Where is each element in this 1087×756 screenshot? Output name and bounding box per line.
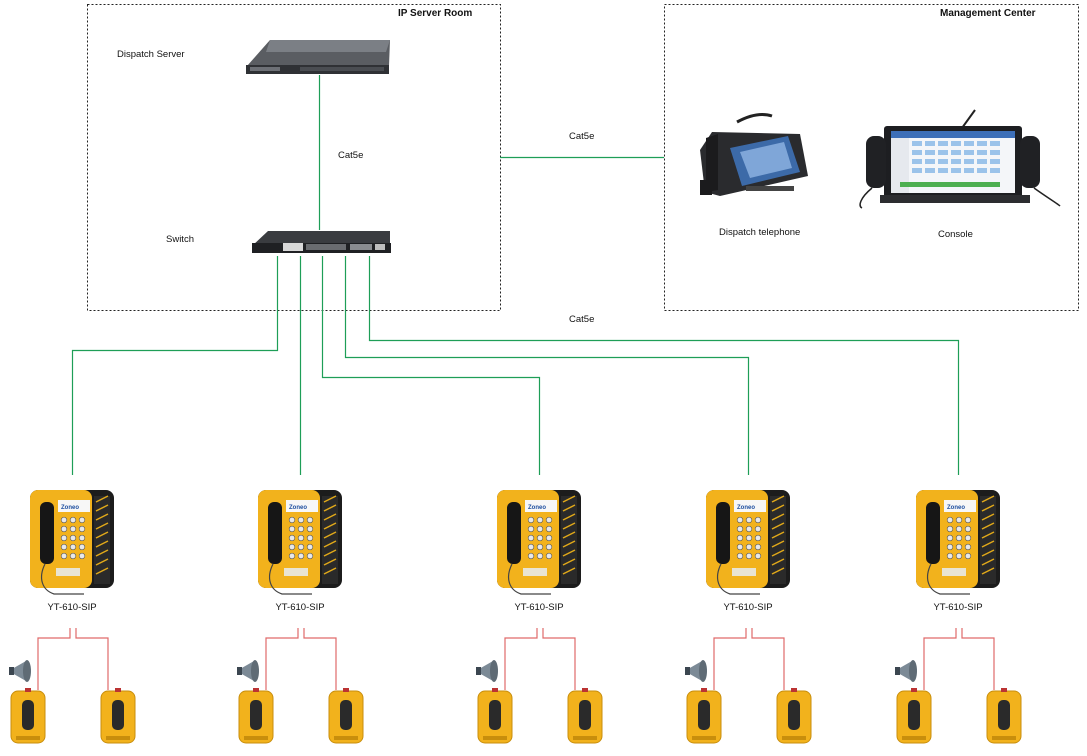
peripheral-cables [37,628,109,690]
console-label: Console [938,229,973,240]
horn-speaker-icon [9,660,31,682]
peripheral-cables [713,628,785,690]
phone-brand-logo: Zoneo [528,505,546,511]
console-icon [859,109,1061,209]
sip-phone-icon: Zoneo [706,490,790,595]
beacon-phone-icon [100,688,136,744]
server-icon [246,40,390,74]
beacon-phone-icon [477,688,513,744]
phone-model-label: YT-610-SIP [723,602,772,613]
sip-phone-icon: Zoneo [258,490,342,595]
management-center-title: Management Center [940,8,1036,19]
beacon-phone-icon [686,688,722,744]
dispatch-server-label: Dispatch Server [117,49,185,60]
server-room-title: IP Server Room [398,8,472,19]
switch-label: Switch [166,234,194,245]
cable-label-server-switch: Cat5e [338,150,363,161]
peripheral-cables [265,628,337,690]
horn-speaker-icon [237,660,259,682]
phone-brand-logo: Zoneo [947,505,965,511]
dispatch-telephone-icon [700,112,808,196]
horn-speaker-icon [895,660,917,682]
switch-icon [252,231,391,253]
phone-brand-logo: Zoneo [737,505,755,511]
sip-phone-icon: Zoneo [916,490,1000,595]
phone-brand-logo: Zoneo [61,505,79,511]
peripheral-cables [504,628,576,690]
dispatch-telephone-label: Dispatch telephone [719,227,800,238]
phone-model-label: YT-610-SIP [514,602,563,613]
horn-speaker-icon [685,660,707,682]
beacon-phone-icon [776,688,812,744]
beacon-phone-icon [238,688,274,744]
phone-model-label: YT-610-SIP [933,602,982,613]
phone-brand-logo: Zoneo [289,505,307,511]
cable-label-phones: Cat5e [569,314,594,325]
phone-model-label: YT-610-SIP [275,602,324,613]
cable-label-room-center: Cat5e [569,131,594,142]
sip-phone-icon: Zoneo [30,490,114,595]
beacon-phone-icon [10,688,46,744]
phone-stations: ZoneoYT-610-SIPZoneoYT-610-SIPZoneoYT-61… [9,490,1022,744]
sip-phone-icon: Zoneo [497,490,581,595]
peripheral-cables [923,628,995,690]
beacon-phone-icon [567,688,603,744]
horn-speaker-icon [476,660,498,682]
beacon-phone-icon [896,688,932,744]
phone-model-label: YT-610-SIP [47,602,96,613]
beacon-phone-icon [986,688,1022,744]
phone-cables [71,256,960,475]
beacon-phone-icon [328,688,364,744]
